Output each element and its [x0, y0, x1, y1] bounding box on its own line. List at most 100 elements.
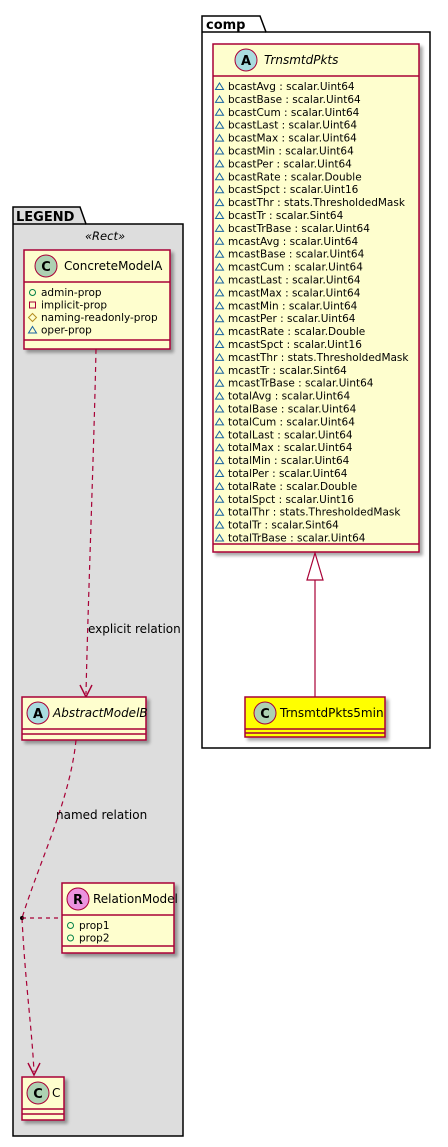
package-visibility-icon	[214, 352, 225, 361]
attribute: bcastTr : scalar.Sint64	[228, 210, 344, 222]
attribute: bcastPer : scalar.Uint64	[228, 158, 352, 170]
class-concrete-model-a-attributes: admin-propimplicit-propnaming-readonly-p…	[27, 287, 158, 337]
package-visibility-icon	[214, 430, 225, 439]
attribute: mcastRate : scalar.Double	[228, 326, 365, 338]
attribute: totalThr : stats.ThresholdedMask	[228, 507, 401, 519]
svg-text:C: C	[33, 1087, 43, 1102]
package-visibility-icon	[214, 107, 225, 116]
svg-text:A: A	[33, 707, 43, 722]
package-visibility-icon	[214, 172, 225, 181]
package-visibility-icon	[214, 378, 225, 387]
attribute: implicit-prop	[41, 300, 107, 312]
package-visibility-icon	[214, 120, 225, 129]
attribute: bcastThr : stats.ThresholdedMask	[228, 197, 406, 209]
package-visibility-icon	[27, 325, 38, 334]
named-relation-edge	[20, 739, 77, 1077]
attribute: bcastBase : scalar.Uint64	[228, 94, 361, 106]
attribute: bcastCum : scalar.Uint64	[228, 107, 360, 119]
attribute: prop2	[79, 933, 110, 945]
attribute: mcastCum : scalar.Uint64	[228, 262, 363, 274]
attribute: mcastThr : stats.ThresholdedMask	[228, 352, 409, 364]
attribute: totalLast : scalar.Uint64	[228, 429, 353, 441]
abstract-class-icon: A	[234, 48, 258, 72]
package-visibility-icon	[214, 275, 225, 284]
svg-text:C: C	[260, 707, 270, 722]
class-c-name: C	[52, 1086, 60, 1100]
attribute: bcastLast : scalar.Uint64	[228, 120, 357, 132]
package-visibility-icon	[214, 133, 225, 142]
attribute: bcastMin : scalar.Uint64	[228, 146, 354, 158]
inheritance-edge	[306, 550, 324, 697]
attribute: totalAvg : scalar.Uint64	[228, 391, 350, 403]
attribute: admin-prop	[41, 287, 102, 299]
concrete-class-icon: C	[253, 701, 277, 725]
package-visibility-icon	[214, 507, 225, 516]
class-concrete-model-a-name: ConcreteModelA	[64, 259, 163, 273]
attribute: totalTr : scalar.Sint64	[228, 520, 339, 532]
relation-class-icon: R	[66, 887, 90, 911]
package-visibility-icon	[214, 94, 225, 103]
concrete-class-icon: C	[26, 1081, 50, 1105]
svg-text:C: C	[41, 260, 51, 275]
package-visibility-icon	[214, 404, 225, 413]
package-visibility-icon	[214, 365, 225, 374]
package-visibility-icon	[214, 249, 225, 258]
attribute: bcastRate : scalar.Double	[228, 171, 362, 183]
class-abstract-model-b-name: AbstractModelB	[52, 706, 148, 720]
attribute: mcastLast : scalar.Uint64	[228, 275, 361, 287]
inheritance-arrowhead	[306, 550, 324, 581]
package-visibility-icon	[214, 327, 225, 336]
package-visibility-icon	[214, 146, 225, 155]
attribute: mcastMax : scalar.Uint64	[228, 287, 361, 299]
package-visibility-icon	[214, 443, 225, 452]
abstract-class-icon: A	[26, 701, 50, 725]
package-visibility-icon	[214, 481, 225, 490]
class-trnsmtd-pkts-5min[interactable]	[244, 696, 386, 738]
public-visibility-icon	[67, 934, 74, 942]
attribute: mcastTrBase : scalar.Uint64	[228, 378, 374, 390]
attribute: totalBase : scalar.Uint64	[228, 404, 357, 416]
attribute: naming-readonly-prop	[41, 312, 158, 324]
package-visibility-icon	[214, 185, 225, 194]
attribute: prop1	[79, 920, 110, 932]
package-visibility-icon	[214, 223, 225, 232]
package-visibility-icon	[214, 494, 225, 503]
attribute: bcastMax : scalar.Uint64	[228, 133, 357, 145]
explicit-relation-label: explicit relation	[88, 622, 181, 636]
private-visibility-icon	[29, 301, 36, 309]
package-visibility-icon	[214, 314, 225, 323]
class-relation-model-name: RelationModel	[93, 892, 178, 906]
package-visibility-icon	[214, 456, 225, 465]
package-comp-label: comp	[206, 18, 246, 33]
package-visibility-icon	[214, 533, 225, 542]
package-visibility-icon	[214, 262, 225, 271]
class-trnsmtd-pkts[interactable]	[212, 43, 420, 553]
attribute: mcastAvg : scalar.Uint64	[228, 236, 358, 248]
attribute: mcastBase : scalar.Uint64	[228, 249, 365, 261]
package-legend-stereotype: «Rect»	[85, 229, 125, 243]
package-visibility-icon	[214, 391, 225, 400]
attribute: mcastSpct : scalar.Uint16	[228, 339, 362, 351]
attribute: mcastTr : scalar.Sint64	[228, 365, 347, 377]
package-visibility-icon	[214, 236, 225, 245]
attribute: totalPer : scalar.Uint64	[228, 468, 348, 480]
attribute: oper-prop	[41, 325, 92, 337]
class-trnsmtd-pkts-name: TrnsmtdPkts	[264, 53, 338, 67]
attribute: totalMax : scalar.Uint64	[228, 442, 353, 454]
package-visibility-icon	[214, 520, 225, 529]
protected-visibility-icon	[27, 312, 38, 323]
package-visibility-icon	[214, 301, 225, 310]
attribute: bcastSpct : scalar.Uint16	[228, 184, 359, 196]
public-visibility-icon	[67, 922, 74, 929]
package-visibility-icon	[214, 340, 225, 348]
attribute: mcastPer : scalar.Uint64	[228, 313, 356, 325]
concrete-class-icon: C	[34, 254, 58, 278]
svg-text:R: R	[73, 893, 83, 908]
attribute: totalSpct : scalar.Uint16	[228, 494, 354, 506]
package-legend-label: LEGEND	[16, 210, 75, 225]
public-visibility-icon	[29, 289, 36, 296]
attribute: totalRate : scalar.Double	[228, 481, 357, 493]
